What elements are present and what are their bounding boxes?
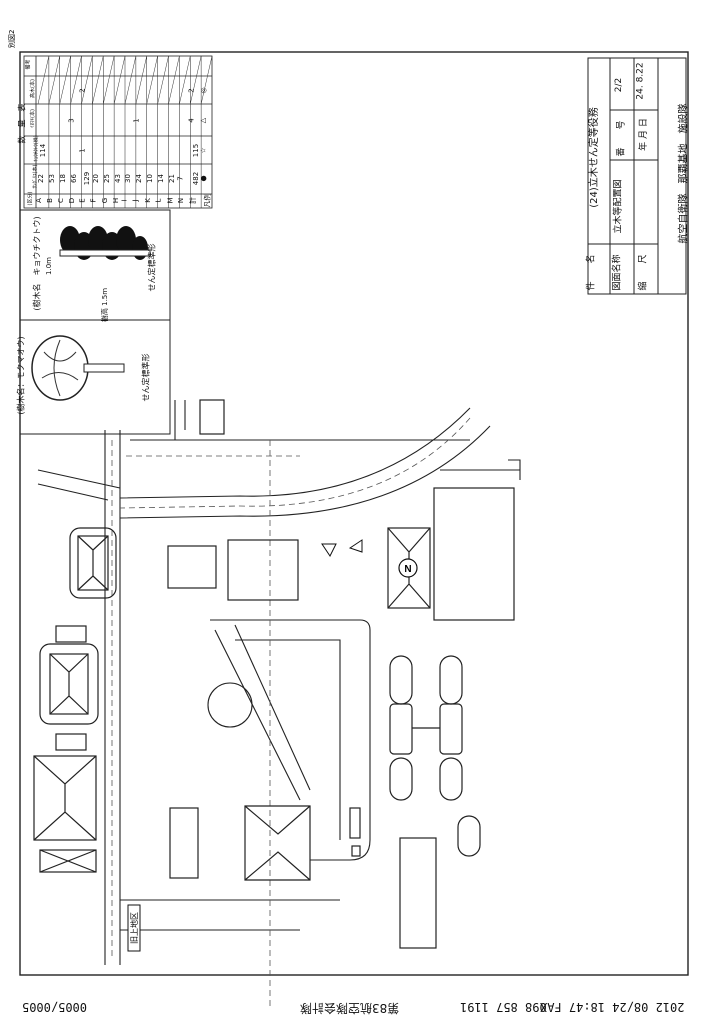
- fax-number: 098 857 1191: [460, 1000, 547, 1014]
- quantity-row-key: H: [111, 197, 120, 204]
- dim-height: 1.0m: [44, 257, 53, 275]
- buildings: [33, 399, 515, 949]
- quantity-table-header: (区分): [27, 191, 34, 206]
- title-block: [587, 57, 687, 295]
- drawing-frame: [19, 51, 689, 976]
- dim-width: 樹高 1.5m: [101, 287, 110, 323]
- quantity-cell: 1: [78, 148, 87, 153]
- fax-footer: 0005/0005 第83航空隊会計隊 098 857 1191 2012 08…: [0, 1000, 724, 1018]
- quantity-row-key: E: [78, 198, 87, 203]
- tree1-label: (樹木名：モクマオウ): [16, 336, 26, 415]
- quantity-row-key: B: [46, 198, 55, 203]
- quantity-cell: 25: [102, 174, 111, 183]
- area-label-box: 旧上地区: [127, 904, 141, 952]
- fax-sender: 第83航空隊会計隊: [300, 1001, 400, 1015]
- north-symbol: N: [404, 564, 411, 575]
- quantity-row-key: N: [176, 197, 185, 204]
- quantity-cell: 24: [135, 174, 144, 183]
- road-network: [37, 400, 521, 965]
- quantity-cell: 2: [187, 88, 196, 93]
- quantity-table-header: 高木(本): [29, 79, 36, 98]
- number-label: 番 号: [616, 120, 627, 157]
- quantity-cell: 66: [70, 174, 79, 183]
- quantity-row-key: 計: [188, 197, 197, 204]
- mokumaou-tree-icon: [31, 335, 125, 401]
- quantity-cell: 129: [83, 171, 92, 186]
- quantity-row-key: M: [166, 197, 175, 204]
- quantity-cell: 3: [67, 118, 76, 123]
- species-panel: [19, 209, 171, 435]
- quantity-cell: 43: [113, 174, 122, 183]
- quantity-cell: 18: [59, 174, 68, 183]
- quantity-cell: 53: [48, 174, 57, 183]
- quantity-cell: 20: [91, 174, 100, 183]
- tree2-label: (樹木名 キョウチクトウ): [32, 216, 42, 311]
- quantity-table-header: 備考: [25, 59, 32, 70]
- quantity-row-key: F: [89, 198, 98, 203]
- quantity-table-grid: [23, 55, 213, 209]
- quantity-cell: ●: [199, 175, 208, 182]
- scale-label: 縮 尺: [638, 254, 649, 291]
- area-label: 旧上地区: [129, 912, 139, 944]
- quantity-row-key: J: [131, 199, 140, 202]
- date-label: 年 月 日: [638, 118, 649, 151]
- drawing-name-value: 立木等配置図: [613, 179, 624, 234]
- fax-timestamp: 2012 08/24 18:47 FAX: [540, 1000, 685, 1014]
- organization-name: 航空自衛隊 那覇基地 施設隊: [678, 103, 690, 244]
- quantity-row-key: L: [154, 198, 163, 203]
- fax-page-counter: 0005/0005: [22, 1000, 88, 1014]
- quantity-cell: 114: [39, 143, 48, 158]
- quantity-cell: △: [198, 117, 207, 124]
- drawing-name-label: 図面名称: [612, 254, 623, 291]
- quantity-row-key: 凡例: [203, 193, 212, 208]
- parking-islands: [389, 655, 481, 857]
- quantity-table-title: 数 量 表: [17, 103, 27, 144]
- number-value: 2/2: [614, 77, 625, 93]
- quantity-cell: 22: [37, 174, 46, 183]
- subject-value: (24)立木せん定等役務: [588, 107, 600, 208]
- subject-label: 件 名: [586, 254, 597, 291]
- quantity-row-key: C: [57, 198, 66, 203]
- north-arrow: N: [321, 539, 418, 578]
- quantity-cell: 4: [187, 118, 196, 123]
- quantity-cell: 2: [78, 88, 87, 93]
- quantity-cell: ☆: [199, 147, 208, 154]
- date-value: 24. 8.22: [635, 62, 646, 100]
- quantity-row-key: I: [120, 199, 129, 202]
- quantity-cell: ◎: [199, 87, 208, 94]
- tree1-caption: せん定標準形: [141, 353, 151, 402]
- quantity-row-key: K: [143, 198, 152, 203]
- corner-note: 別図2: [7, 30, 16, 48]
- kyouchikutou-shrub-icon: [59, 226, 151, 260]
- quantity-cell: 21: [167, 174, 176, 183]
- quantity-table-header: ｲﾇﾏｷ(本): [29, 109, 36, 128]
- quantity-row-key: A: [35, 198, 44, 203]
- quantity-cell: 10: [146, 174, 155, 183]
- quantity-row-key: D: [68, 197, 77, 204]
- tree2-caption: せん定標準形: [147, 243, 157, 292]
- quantity-cell: 14: [157, 174, 166, 183]
- quantity-cell: 1: [133, 118, 142, 123]
- quantity-cell: 7: [176, 176, 185, 181]
- quantity-cell: 30: [124, 174, 133, 183]
- quantity-row-key: G: [100, 197, 109, 204]
